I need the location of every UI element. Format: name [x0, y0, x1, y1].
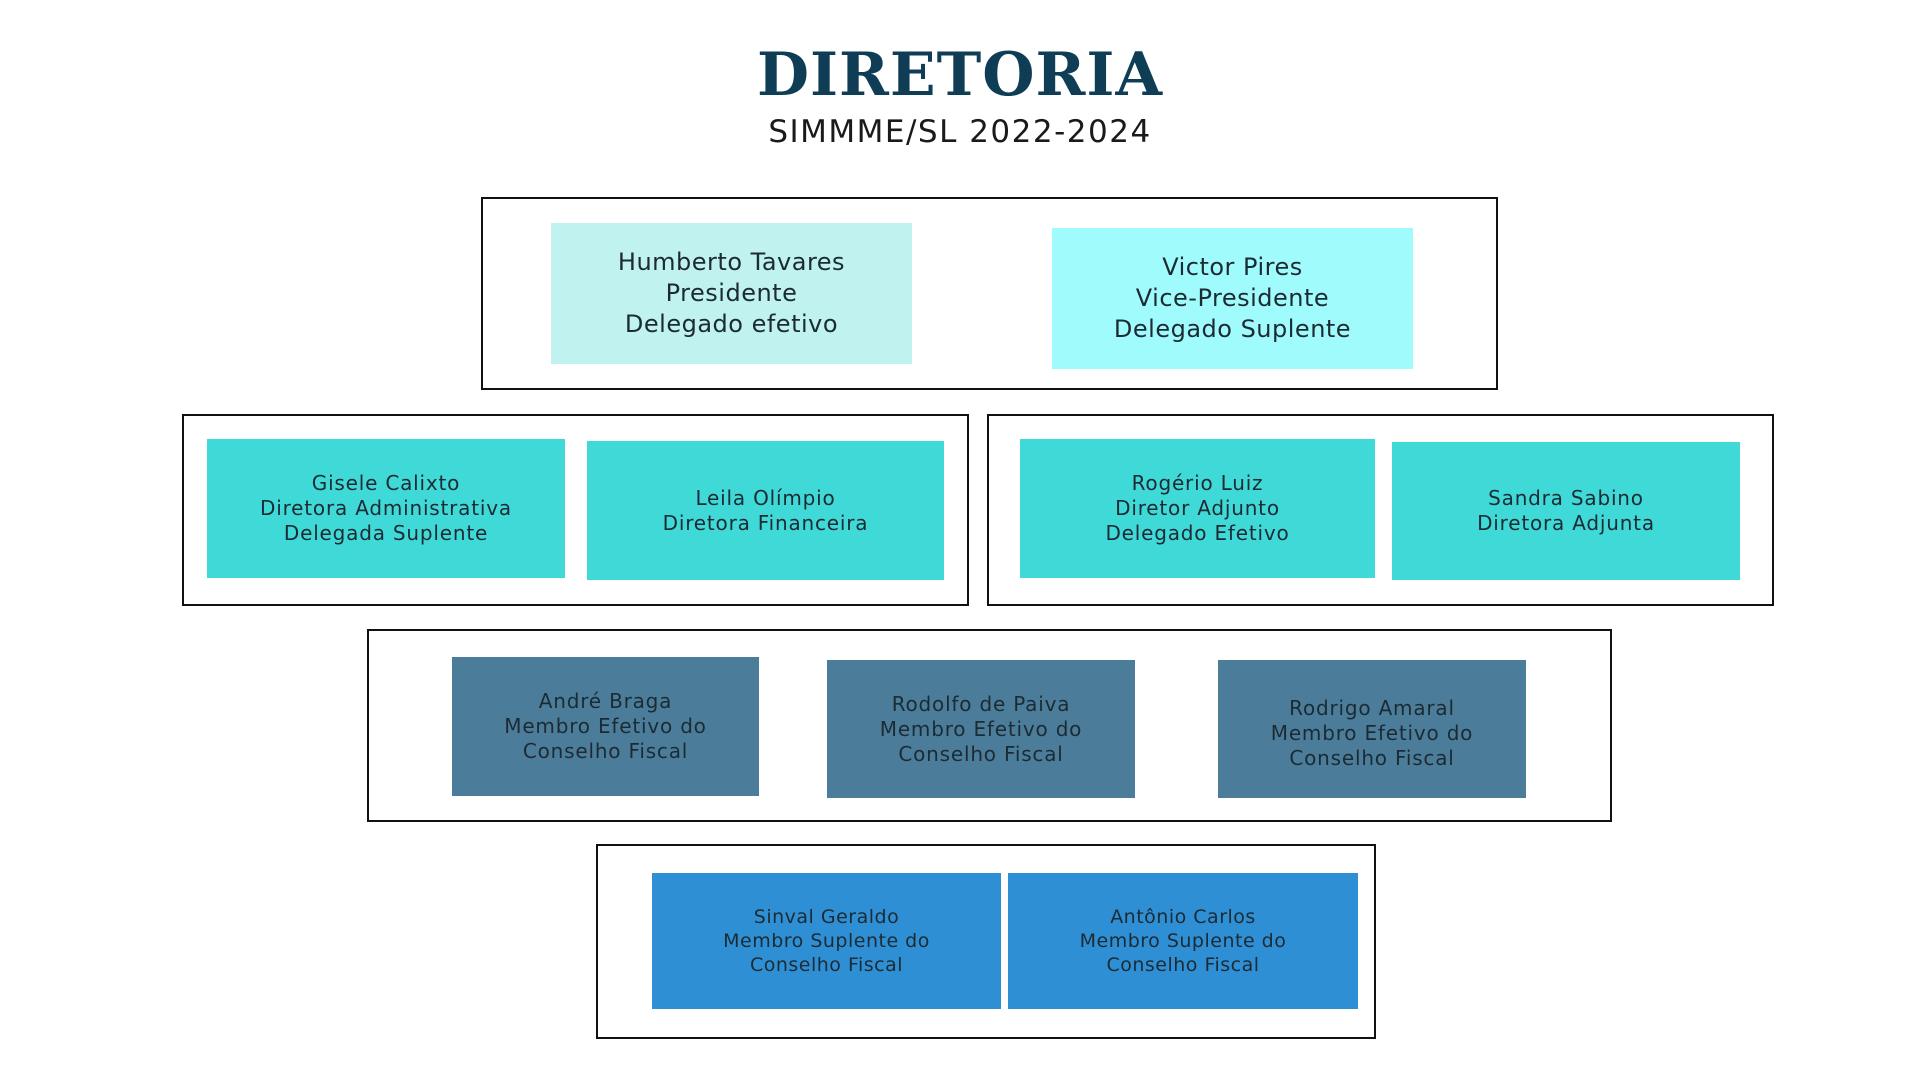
- member-name: Humberto Tavares: [617, 248, 846, 276]
- member-role: Membro Efetivo do: [879, 716, 1083, 741]
- member-card-fiscal-substitute-2: Antônio Carlos Membro Suplente do Consel…: [1008, 873, 1358, 1009]
- member-card-deputy-director: Rogério Luiz Diretor Adjunto Delegado Ef…: [1020, 439, 1375, 578]
- member-role: Delegado Efetivo: [1105, 521, 1290, 545]
- member-card-administrative-director: Gisele Calixto Diretora Administrativa D…: [207, 439, 565, 578]
- member-name: Sinval Geraldo: [753, 906, 900, 928]
- member-name: Rodolfo de Paiva: [891, 691, 1071, 716]
- member-role: Conselho Fiscal: [522, 739, 689, 763]
- member-card-president: Humberto Tavares Presidente Delegado efe…: [551, 223, 912, 364]
- member-role: Diretor Adjunto: [1115, 496, 1280, 520]
- member-role: Presidente: [665, 279, 798, 307]
- page-subtitle: SIMMME/SL 2022-2024: [768, 114, 1152, 150]
- member-name: Antônio Carlos: [1110, 906, 1256, 928]
- member-card-fiscal-effective-1: André Braga Membro Efetivo do Conselho F…: [452, 657, 759, 796]
- member-name: Sandra Sabino: [1488, 486, 1644, 510]
- member-role: Delegada Suplente: [283, 521, 489, 545]
- member-card-fiscal-effective-3: Rodrigo Amaral Membro Efetivo do Conselh…: [1218, 660, 1526, 798]
- member-role: Vice-Presidente: [1135, 284, 1330, 312]
- member-name: Gisele Calixto: [311, 471, 461, 495]
- member-card-fiscal-substitute-1: Sinval Geraldo Membro Suplente do Consel…: [652, 873, 1001, 1009]
- member-role: Delegado efetivo: [624, 310, 839, 338]
- member-role: Membro Suplente do: [1079, 930, 1287, 952]
- member-role: Conselho Fiscal: [898, 741, 1064, 766]
- member-card-financial-director: Leila Olímpio Diretora Financeira: [587, 441, 944, 580]
- member-name: Rodrigo Amaral: [1289, 695, 1455, 720]
- member-role: Membro Efetivo do: [504, 714, 707, 738]
- member-name: Rogério Luiz: [1131, 471, 1264, 495]
- member-name: Victor Pires: [1162, 253, 1303, 281]
- member-role: Membro Efetivo do: [1270, 720, 1474, 745]
- member-card-deputy-director-2: Sandra Sabino Diretora Adjunta: [1392, 442, 1740, 580]
- member-name: Leila Olímpio: [695, 485, 836, 510]
- member-role: Conselho Fiscal: [1106, 954, 1260, 976]
- page-title: DIRETORIA: [756, 40, 1164, 110]
- member-role: Diretora Financeira: [662, 510, 869, 535]
- member-role: Delegado Suplente: [1113, 315, 1352, 343]
- member-role: Conselho Fiscal: [749, 954, 904, 976]
- member-role: Diretora Adjunta: [1477, 511, 1655, 535]
- member-role: Membro Suplente do: [723, 930, 930, 952]
- member-card-fiscal-effective-2: Rodolfo de Paiva Membro Efetivo do Conse…: [827, 660, 1135, 798]
- member-role: Diretora Administrativa: [260, 496, 512, 520]
- member-role: Conselho Fiscal: [1289, 745, 1455, 770]
- member-card-vice-president: Victor Pires Vice-Presidente Delegado Su…: [1052, 228, 1413, 369]
- member-name: André Braga: [538, 689, 673, 713]
